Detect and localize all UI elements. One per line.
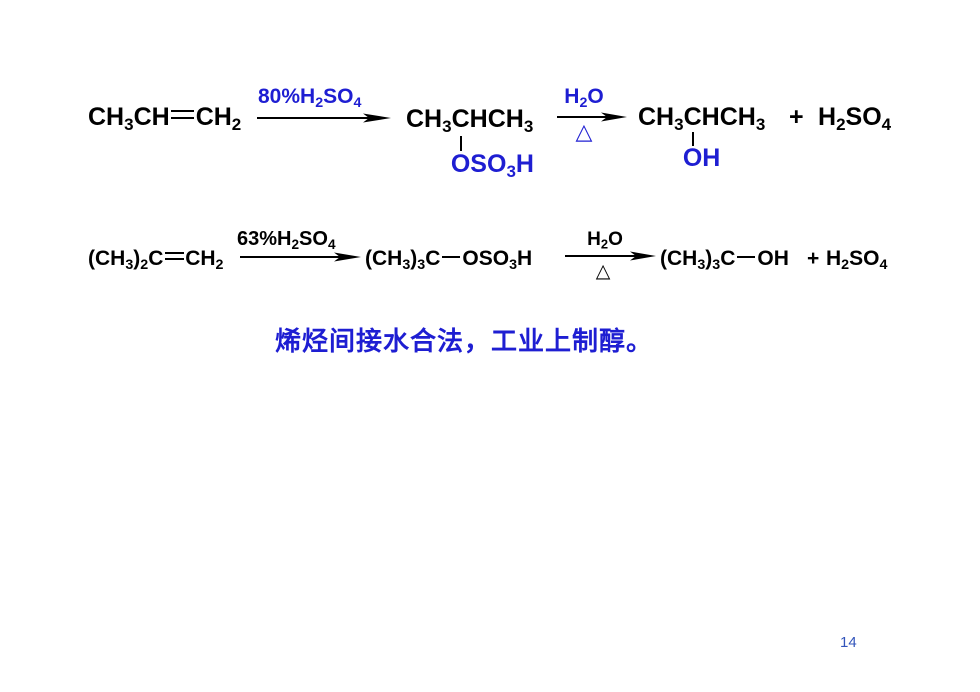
reaction-1-step-2-reagent: H2O [544,85,624,110]
formula-subscript: 4 [327,236,336,252]
reaction-arrow [565,251,656,261]
formula-subscript: 2 [600,236,609,252]
vertical-bond [691,132,694,146]
formula-subscript: 3 [417,256,426,273]
formula-part: SO [299,228,328,250]
formula-subscript: 2 [841,256,850,273]
formula-part: C [425,247,441,270]
formula-subscript: 3 [523,116,534,136]
formula-subscript: 3 [755,114,766,134]
formula-part: ) [705,247,713,270]
formula-subscript: 3 [442,116,452,136]
formula-part: CH [88,103,125,131]
reaction-arrow [557,112,627,122]
formula-part: H [564,85,580,108]
formula-part: O [587,85,604,108]
formula-subscript: 3 [697,256,706,273]
hydroxyl-substituent: OH [682,144,721,173]
formula-part: CH [406,105,443,133]
reaction-2-step-2-reagent: H2O [565,229,645,252]
formula-subscript: 2 [215,256,224,273]
formula-part: SO [323,85,354,108]
formula-subscript: 3 [674,114,684,134]
formula-subscript: 2 [291,236,300,252]
formula-subscript: 2 [231,114,242,134]
formula-subscript: 2 [315,94,324,111]
formula-part: CH [185,247,216,270]
formula-part: H [515,149,534,178]
formula-part: HCH [701,103,756,131]
single-bond [737,256,756,259]
page-number: 14 [840,634,857,651]
formula-part: HCH [469,105,524,133]
formula-part: 63%H [237,228,292,250]
arrow-head [601,112,627,122]
formula-part: CH [133,103,170,131]
formula-part: 80%H [258,85,316,108]
reaction-2-step-1-reagent: 63%H2SO4 [237,228,336,252]
formula-part: H [826,247,842,270]
formula-part: SO [849,247,880,270]
formula-subscript: 3 [509,256,518,273]
arrow-head [334,252,361,262]
formula-part: OH [757,247,789,270]
formula-subscript: 2 [836,114,846,134]
reaction-1-byproduct: H2SO4 [818,103,891,133]
formula-part: CH [638,103,675,131]
arrow-head [630,251,656,261]
formula-part: H [587,229,601,250]
double-bond [164,251,184,260]
slide-caption: 烯烃间接水合法，工业上制醇。 [275,327,654,357]
formula-part: O [608,229,623,250]
central-carbon: C OH [683,103,721,171]
formula-part: C [451,105,470,133]
reaction-arrow [257,113,391,123]
formula-part: (CH [660,247,698,270]
sulfate-substituent: OSO3H [450,149,534,181]
formula-part: C [683,103,702,131]
formula-subscript: 4 [353,94,362,111]
heat-symbol: △ [595,260,611,282]
plus-sign: + [789,103,804,131]
formula-part: SO [845,103,882,131]
formula-part: (CH [88,247,126,270]
formula-part: (CH [365,247,403,270]
formula-part: ) [410,247,418,270]
formula-subscript: 3 [125,256,134,273]
reaction-2-byproduct: H2SO4 [826,247,887,272]
double-bond [171,110,195,119]
formula-subscript: 2 [579,94,588,111]
formula-subscript: 2 [140,256,149,273]
plus-sign: + [807,247,820,270]
single-bond [442,256,461,259]
formula-part: H [818,103,837,131]
formula-subscript: 3 [712,256,721,273]
reaction-1-step-1-reagent: 80%H2SO4 [258,85,361,110]
formula-subscript: 3 [402,256,411,273]
formula-part: C [148,247,164,270]
formula-subscript: 4 [881,114,892,134]
heat-symbol: △ [575,120,593,145]
formula-subscript: 3 [506,161,516,181]
arrow-head [363,113,391,123]
formula-subscript: 4 [879,256,888,273]
formula-part: OSO [450,149,507,178]
vertical-bond [459,135,462,151]
formula-subscript: 3 [124,114,134,134]
formula-part: H [517,247,533,270]
formula-part: ) [133,247,141,270]
formula-part: CH [195,103,232,131]
formula-part: C [720,247,736,270]
reaction-arrow [240,252,361,262]
formula-part: OSO [462,247,510,270]
